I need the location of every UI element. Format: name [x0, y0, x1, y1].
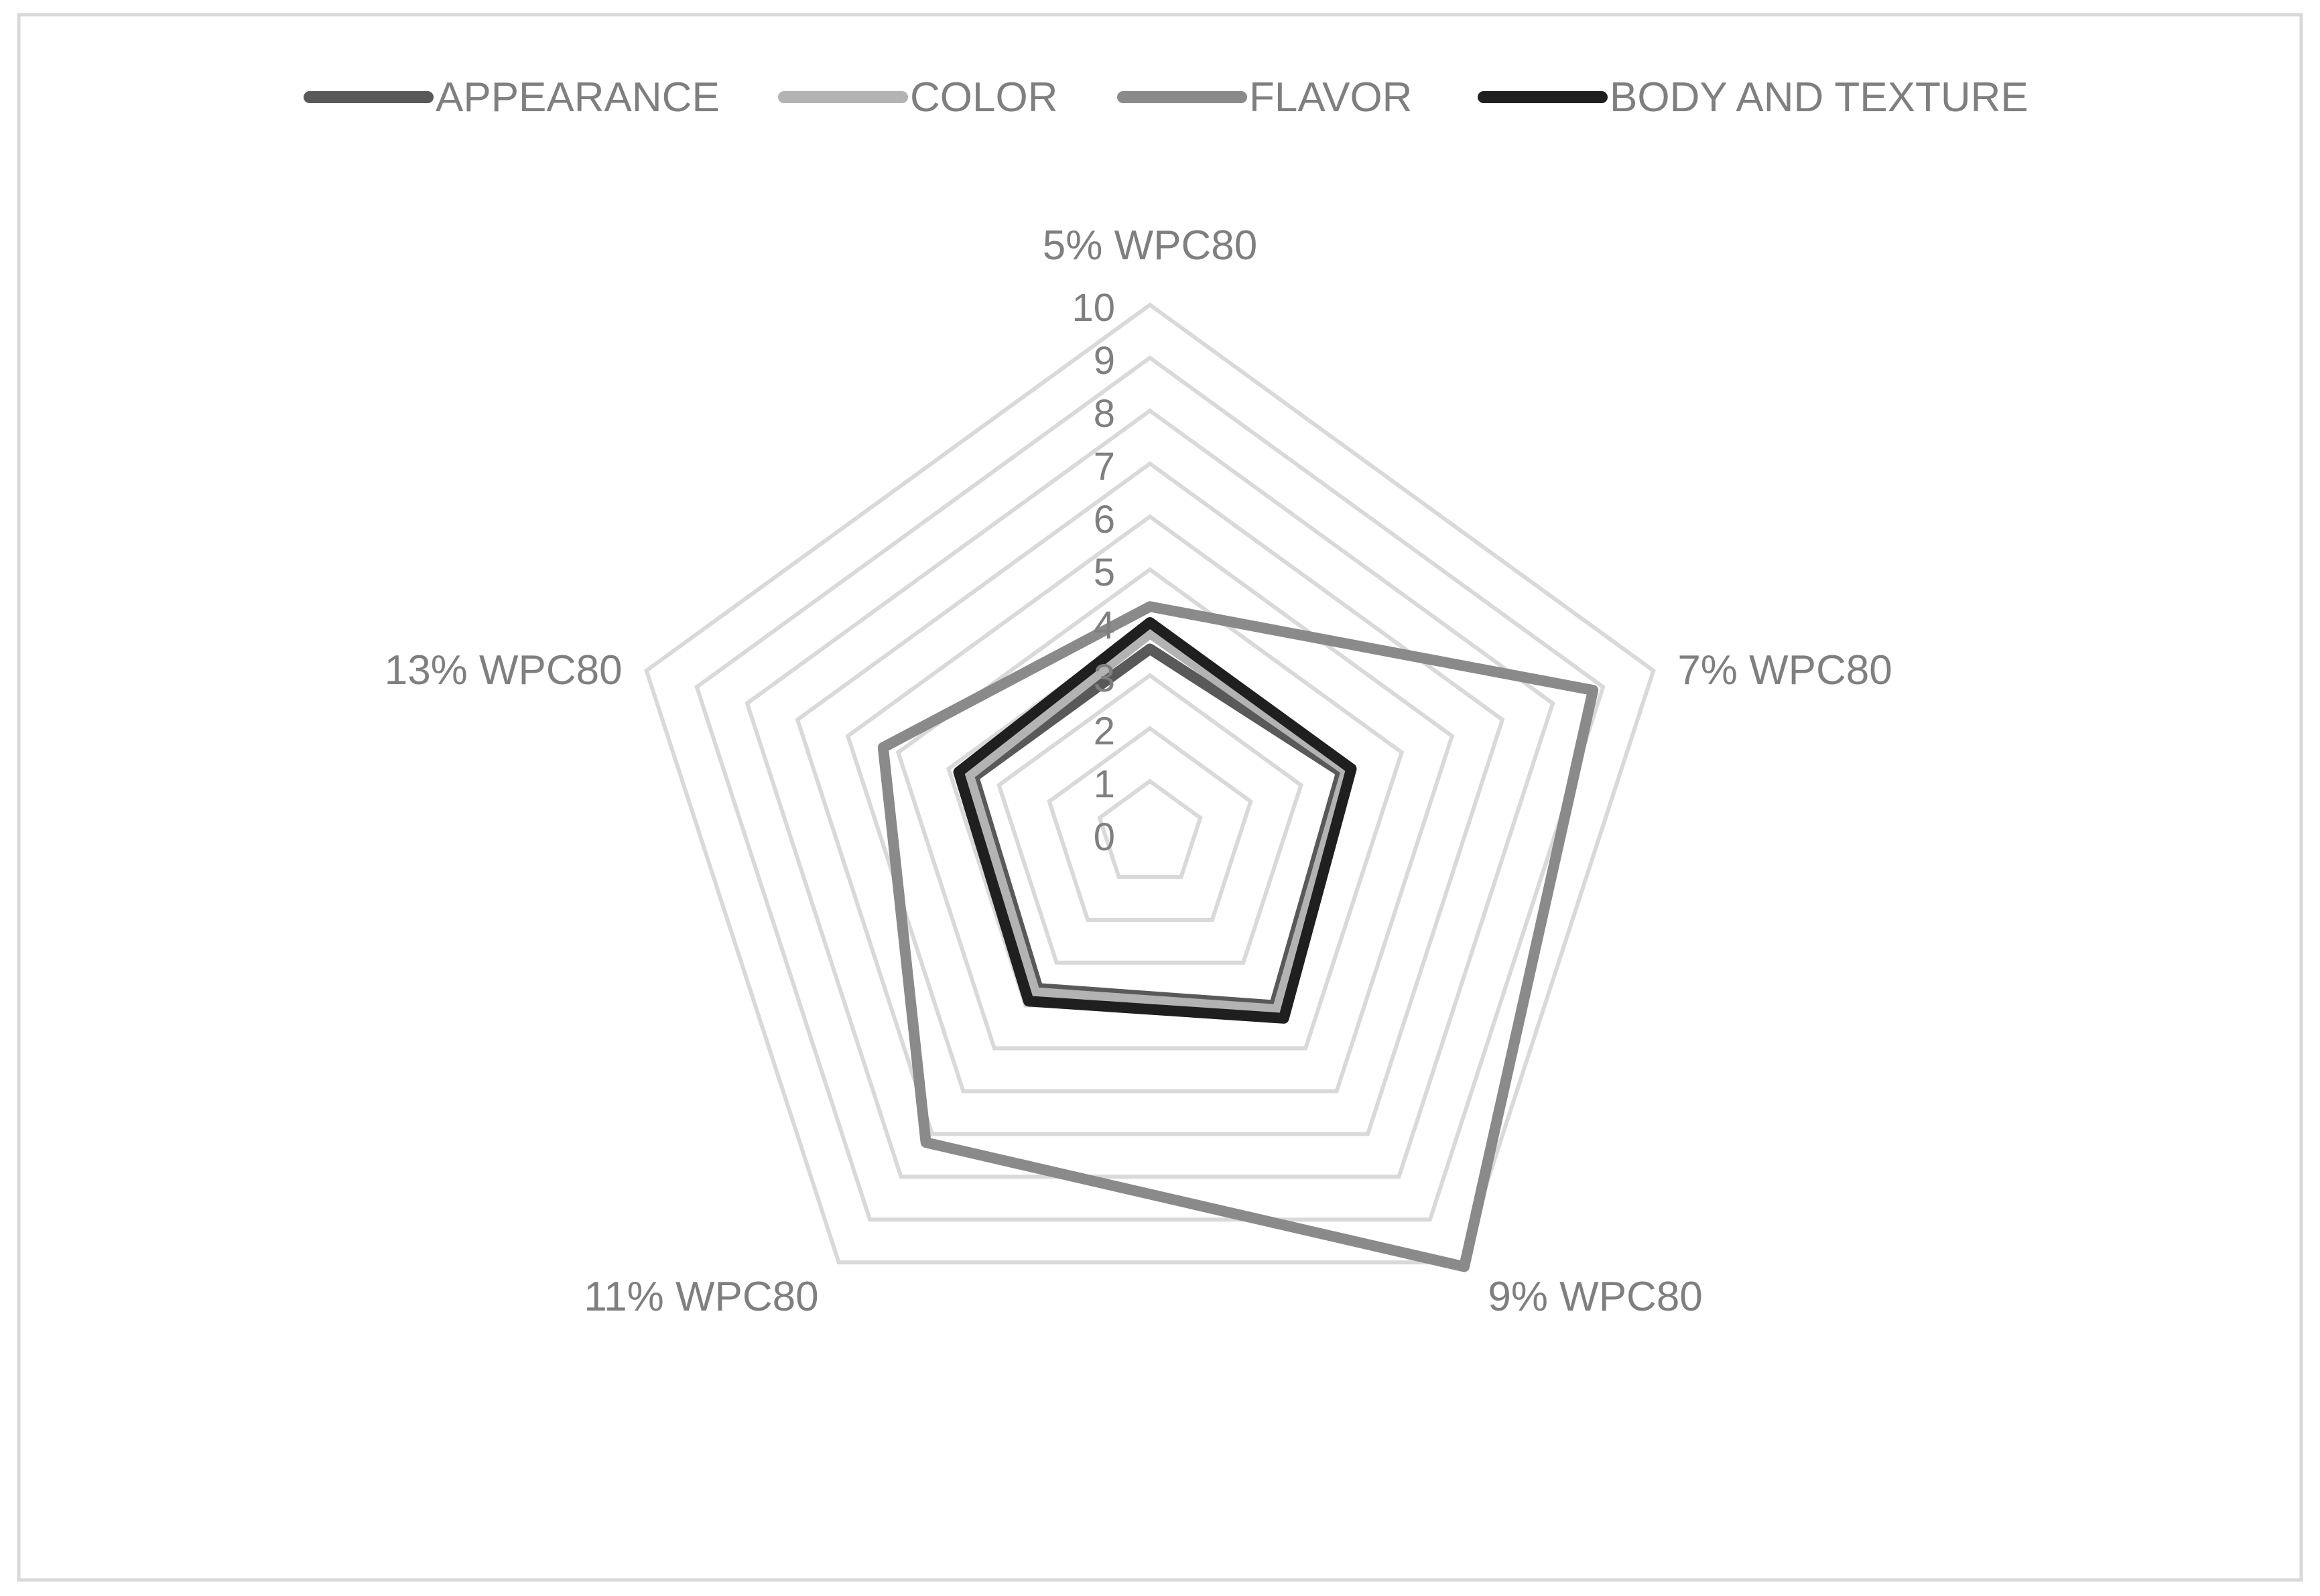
grid-ring-7 [795, 461, 1505, 1136]
tick-label-3: 3 [1094, 657, 1115, 700]
tick-label-2: 2 [1094, 710, 1115, 753]
category-label-5: 13% WPC80 [385, 647, 623, 693]
tick-label-0: 0 [1094, 815, 1115, 859]
grid-ring-10 [644, 302, 1656, 1265]
radial-tick-labels: 0 1 2 3 4 5 6 7 8 9 10 [1072, 286, 1115, 859]
chart-border [17, 13, 2303, 1582]
category-label-4: 11% WPC80 [584, 1274, 818, 1320]
grid-ring-3 [996, 673, 1303, 965]
grid-ring-6 [845, 514, 1455, 1093]
chart-legend: APPEARANCE COLOR FLAVOR BODY AND TEXTURE [304, 74, 2028, 121]
tick-label-7: 7 [1094, 445, 1115, 488]
legend-label-appearance: APPEARANCE [436, 74, 720, 121]
grid-ring-8 [745, 408, 1555, 1179]
category-label-2: 7% WPC80 [1677, 647, 1892, 693]
grid-ring-9 [694, 355, 1606, 1222]
category-labels: 5% WPC80 7% WPC80 9% WPC80 11% WPC80 13% WPC… [385, 222, 1892, 1320]
series-layer [877, 601, 1599, 1272]
legend-label-body-and-texture: BODY AND TEXTURE [1610, 74, 2028, 121]
category-label-3: 9% WPC80 [1488, 1274, 1702, 1320]
series-body-and-texture [953, 617, 1357, 1024]
category-label-1: 5% WPC80 [1043, 222, 1257, 269]
tick-label-6: 6 [1094, 498, 1115, 541]
legend-label-flavor: FLAVOR [1249, 74, 1412, 121]
tick-label-4: 4 [1094, 604, 1115, 647]
grid-ring-1 [1097, 779, 1203, 879]
tick-label-1: 1 [1094, 762, 1115, 806]
tick-label-9: 9 [1094, 339, 1115, 383]
series-flavor [877, 601, 1599, 1272]
tick-label-8: 8 [1094, 392, 1115, 436]
grid-ring-2 [1047, 726, 1253, 922]
radar-grid [644, 302, 1656, 1265]
tick-label-5: 5 [1094, 551, 1115, 594]
legend-label-color: COLOR [910, 74, 1057, 121]
tick-label-10: 10 [1072, 286, 1115, 330]
